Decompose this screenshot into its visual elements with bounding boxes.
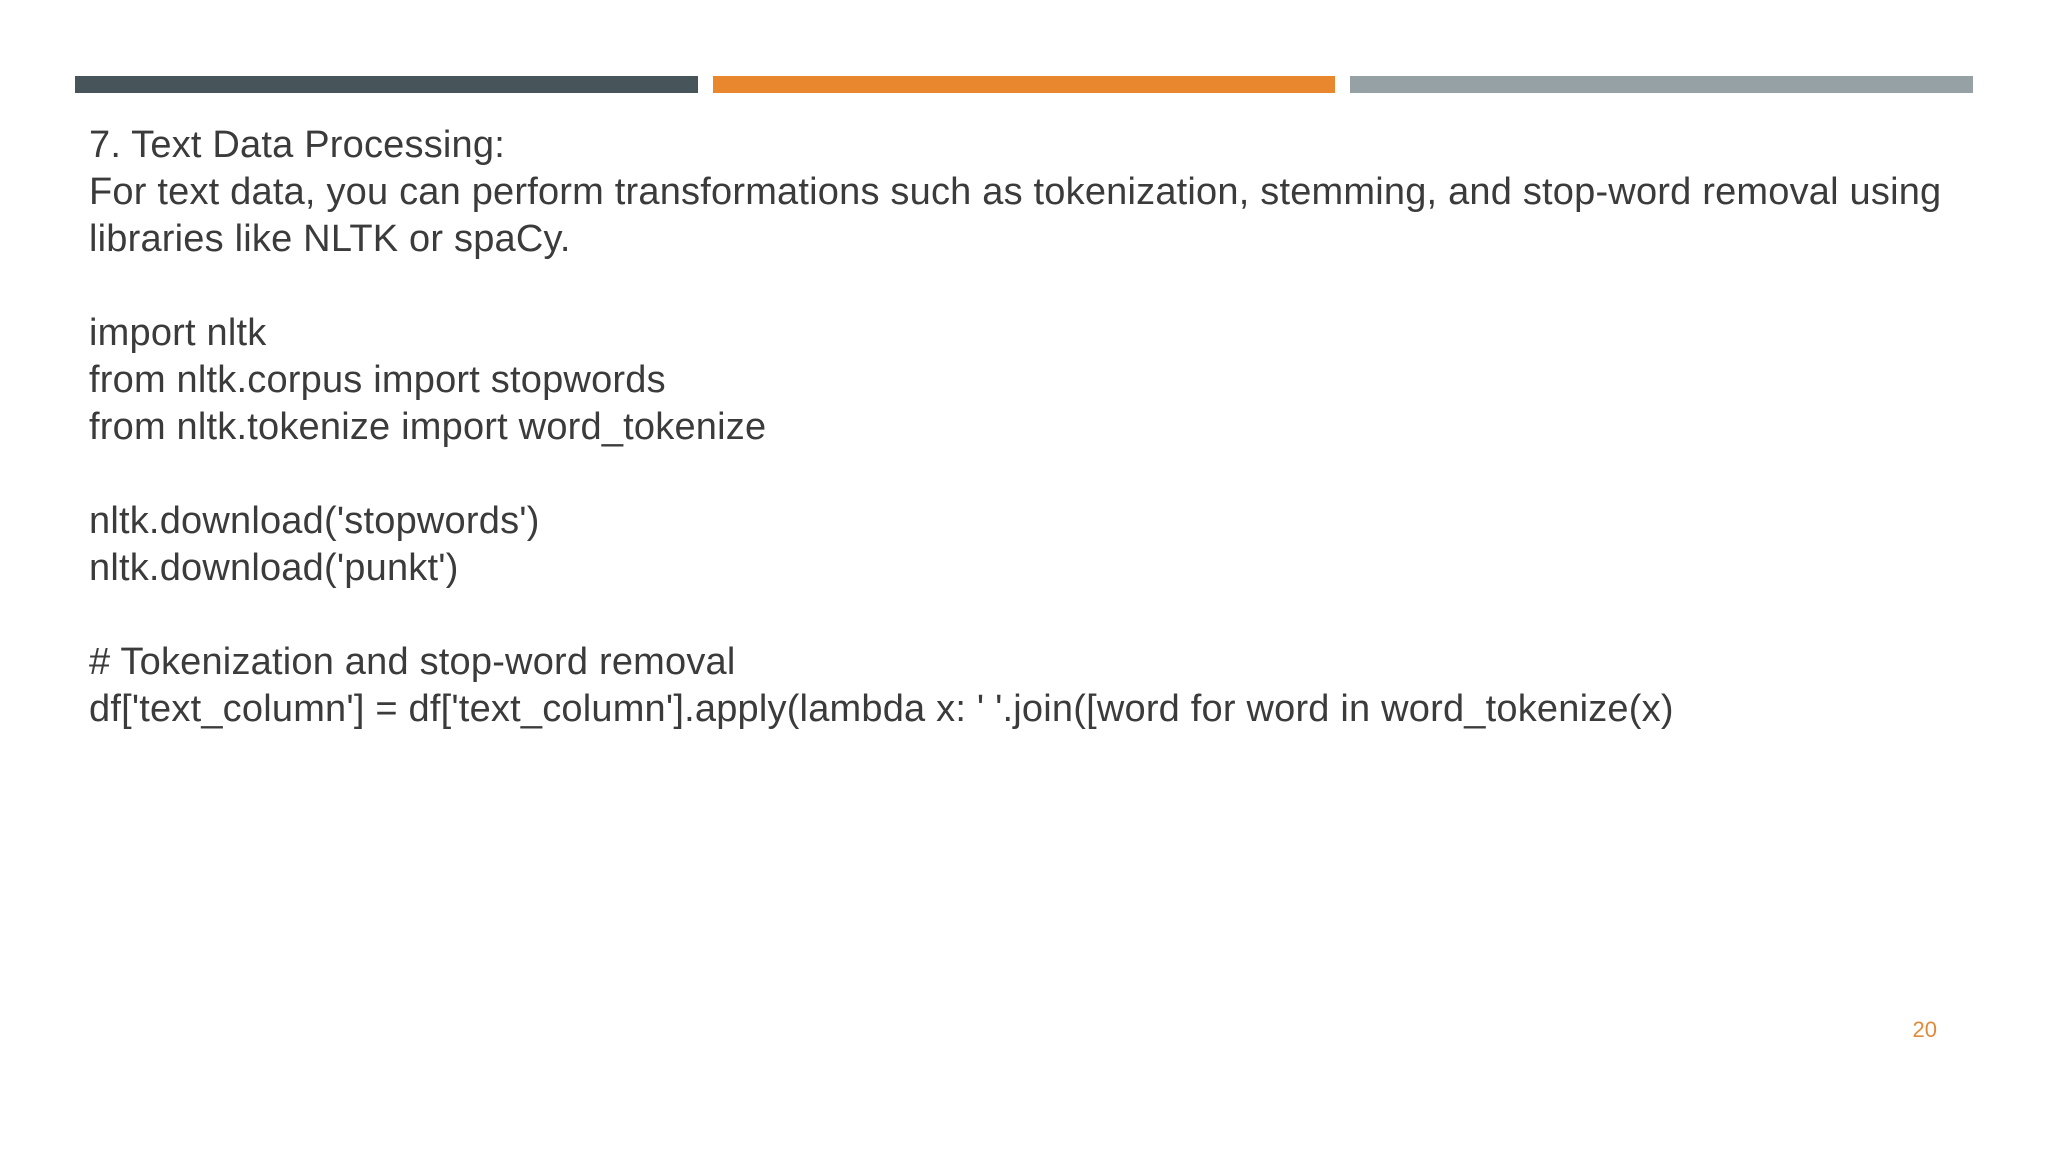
accent-bar-segment-orange bbox=[712, 76, 1336, 93]
accent-bar-segment-dark bbox=[75, 76, 698, 93]
slide-accent-bar bbox=[75, 76, 1974, 93]
slide-body-text: 7. Text Data Processing: For text data, … bbox=[89, 124, 1942, 730]
accent-bar-segment-gray bbox=[1350, 76, 1974, 93]
page-number: 20 bbox=[1912, 1017, 1937, 1042]
